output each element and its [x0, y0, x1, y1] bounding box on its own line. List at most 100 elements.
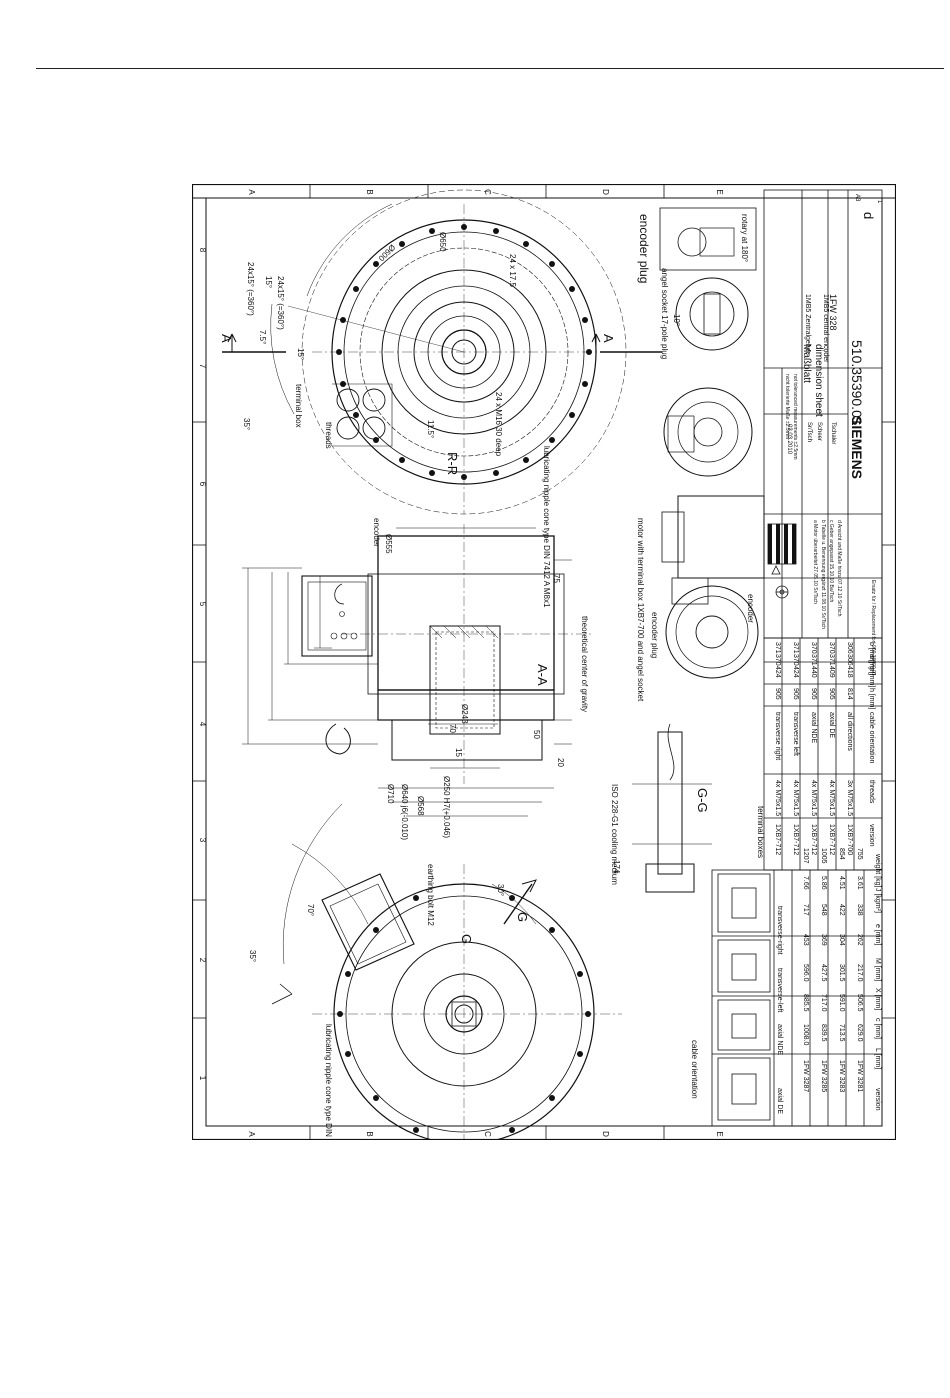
- terminal-table-cell: 418: [846, 666, 853, 678]
- sheet-number: 1: [876, 200, 882, 204]
- terminal-table-cell: 370: [774, 654, 781, 666]
- zone-number: 4: [198, 722, 207, 727]
- dim-d650: Ø650: [438, 232, 447, 252]
- cut-a-label: A: [219, 334, 234, 343]
- lubricating-label-bottom: lubricating nipple cone type DIN 7412 A …: [324, 1024, 333, 1140]
- dim-angle-35b: 35°: [248, 950, 257, 962]
- dim-d710: Ø710: [386, 784, 395, 804]
- zone-number: 1: [198, 1076, 207, 1081]
- version-table-cell: 422: [838, 904, 845, 916]
- terminal-table-header: h [mm]: [868, 688, 875, 709]
- dim-holes3: 24 x M16 30 deep: [494, 392, 503, 457]
- format-label: A3: [854, 194, 860, 202]
- title-en: dimension sheet: [813, 344, 824, 417]
- encoder-label-small: encoder: [746, 594, 755, 623]
- dim-angle-15: 15°: [264, 276, 273, 288]
- terminal-table-header: threads: [868, 780, 875, 804]
- terminal-boxes-label: terminal boxes: [756, 806, 765, 858]
- terminal-table-cell: 371: [792, 642, 799, 654]
- zone-letter-bottom: D: [601, 1131, 610, 1137]
- terminal-table-header: version: [868, 824, 875, 847]
- terminal-table-cell: 1XB7-712: [810, 824, 817, 855]
- version-table-cell: 1FW 3283: [838, 1060, 845, 1092]
- cut-g-label: G: [515, 912, 530, 922]
- version-table-cell: 217.0: [856, 964, 863, 982]
- dim-holes2: 24x15° (=360°): [276, 276, 285, 330]
- terminal-table-cell: 4x M75x1.5: [810, 780, 817, 816]
- version-table-header: c [mm]: [874, 1018, 881, 1039]
- terminal-table-cell: 4x M75x1.5: [792, 780, 799, 816]
- replacement-note: Ersatz für / Replacement for: 900.36490.…: [870, 580, 876, 676]
- zone-number: 2: [198, 958, 207, 963]
- threads-label: threads: [324, 422, 333, 449]
- terminal-table-cell: 371: [810, 654, 817, 666]
- motor-note: motor with terminal box 1XB7-700 and ang…: [636, 518, 645, 702]
- revision-row: d Ansicht und Maße hinzu 07.12.10 Sr/Tsc…: [836, 520, 842, 617]
- terminal-table-cell: 814: [846, 688, 853, 700]
- dim-angle-15b: 15°: [296, 348, 305, 360]
- siemens-logo: SIEMENS: [849, 416, 865, 479]
- terminal-table-cell: 905: [774, 688, 781, 700]
- version-table: transverse-right transverse-left axial N…: [711, 848, 883, 1127]
- version-table-orientations: transverse-right transverse-left axial N…: [776, 906, 783, 1114]
- zone-letter-top: D: [601, 189, 610, 195]
- approved-by: Tschaler: [830, 422, 836, 444]
- version-table-cell: 629.0: [856, 1024, 863, 1042]
- dim-174: 174: [612, 860, 621, 874]
- version-table-cell: 1207: [802, 848, 809, 864]
- dim-angle-70: 70°: [306, 904, 315, 916]
- version-table-cell: 1008.0: [802, 1024, 809, 1046]
- terminal-table-cell: 905: [828, 688, 835, 700]
- version-table-cell: 854: [838, 848, 845, 860]
- tolerance-en: not toleranced measurements ±2.5mm: [792, 374, 798, 460]
- dim-angle-10: 10°: [672, 314, 681, 326]
- version-table-cell: 304: [838, 934, 845, 946]
- end-view-top-labels: A A R-R Ø650 Ø600 24 x 17.5 24x15° (=360…: [219, 232, 616, 475]
- version-table-cell: 885.5: [802, 994, 809, 1012]
- terminal-table-cell: 905: [810, 688, 817, 700]
- dim-holes4: 24 x 17.5: [508, 254, 517, 287]
- version-table-cell: 717: [802, 904, 809, 916]
- terminal-table-cell: 371: [774, 642, 781, 654]
- section-gg: [632, 723, 712, 893]
- version-table-header: X [mm]: [874, 988, 881, 1010]
- terminal-table-cell: 1XB7-712: [792, 824, 799, 855]
- dim-angle-7-5: 7.5°: [258, 330, 267, 344]
- small-views-labels: motor with terminal box 1XB7-700 and ang…: [542, 214, 755, 702]
- terminal-table-cell: transverse left: [792, 712, 799, 756]
- side-section-labels: A-A encoder theoretical center of gravit…: [372, 518, 589, 840]
- end-view-bottom-labels: G G 70° 35° 30° earthing bolt M12 lubric…: [248, 864, 699, 1140]
- cooling-label: ISO 228-G1 cooling medium: [610, 784, 619, 885]
- terminal-table-cell: 1XB7-700: [846, 824, 853, 855]
- version-table-cell: 1FW 3287: [802, 1060, 809, 1092]
- terminal-table-cell: axial DE: [828, 712, 835, 738]
- version-table-cell: 453: [802, 934, 809, 946]
- terminal-table-cell: 4x M75x1.5: [774, 780, 781, 816]
- section-aa-label: A-A: [535, 664, 550, 686]
- terminal-table-cell: 4x M75x1.5: [828, 780, 835, 816]
- terminal-table-cell: 370: [828, 642, 835, 654]
- terminal-table-cell: 370: [810, 642, 817, 654]
- terminal-table-cell: 905: [792, 688, 799, 700]
- terminal-table-header: a [mm]: [868, 654, 875, 675]
- model-number: 1FW 328: [828, 294, 838, 331]
- lubricating-label-top: lubricating nipple cone type DIN 7412 A …: [542, 446, 551, 608]
- version-table-header: e [mm]: [874, 924, 881, 945]
- terminal-table-cell: 440: [810, 666, 817, 678]
- zone-number: 6: [198, 482, 207, 487]
- version-table-cell: 548: [820, 904, 827, 916]
- dim-50: 50: [532, 730, 541, 739]
- version-table-cell: 5.86: [820, 876, 827, 890]
- version-table-cell: 755: [856, 848, 863, 860]
- side-section: [242, 524, 592, 817]
- cut-g-label: G: [459, 934, 474, 944]
- revision-list: a Motor überarbeitet 27.05.10 Sr/Tsch b …: [812, 520, 842, 629]
- tolerance-de: nicht tolerierte Maße ±2.5mm: [784, 374, 790, 439]
- version-table-cell: 596.0: [802, 964, 809, 982]
- zone-letter-bottom: E: [715, 1131, 724, 1136]
- terminal-table-cell: 3x M75x1.5: [846, 780, 853, 816]
- zone-number: 3: [198, 838, 207, 843]
- dim-angle-35: 35°: [242, 418, 251, 430]
- version-table-cell: 713.5: [838, 1024, 845, 1042]
